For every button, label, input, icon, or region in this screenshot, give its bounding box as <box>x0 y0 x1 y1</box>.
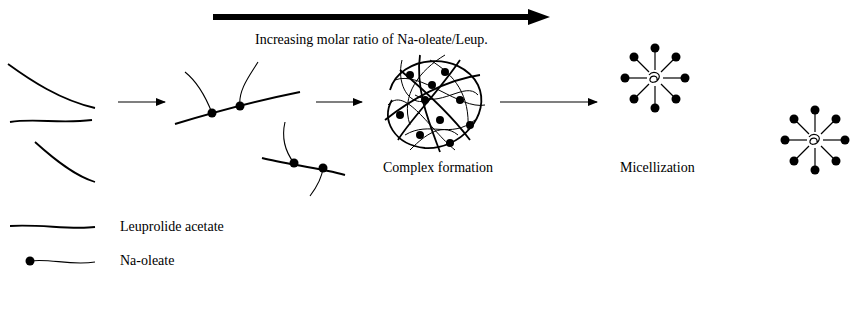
bound-complex <box>175 62 345 196</box>
legend-text: Leuprolide acetate <box>120 219 224 235</box>
peptide-chains <box>8 64 95 182</box>
ratio-arrow <box>213 9 550 25</box>
legend-sample <box>10 226 95 266</box>
legend-text: Na-oleate <box>120 253 174 269</box>
tangled-complex <box>385 55 485 152</box>
stage-label: Increasing molar ratio of Na-oleate/Leup… <box>255 32 488 48</box>
stage-label: Complex formation <box>383 160 493 176</box>
stage-label: Micellization <box>620 160 695 176</box>
stage-arrow <box>118 101 597 102</box>
micelle <box>621 44 850 175</box>
